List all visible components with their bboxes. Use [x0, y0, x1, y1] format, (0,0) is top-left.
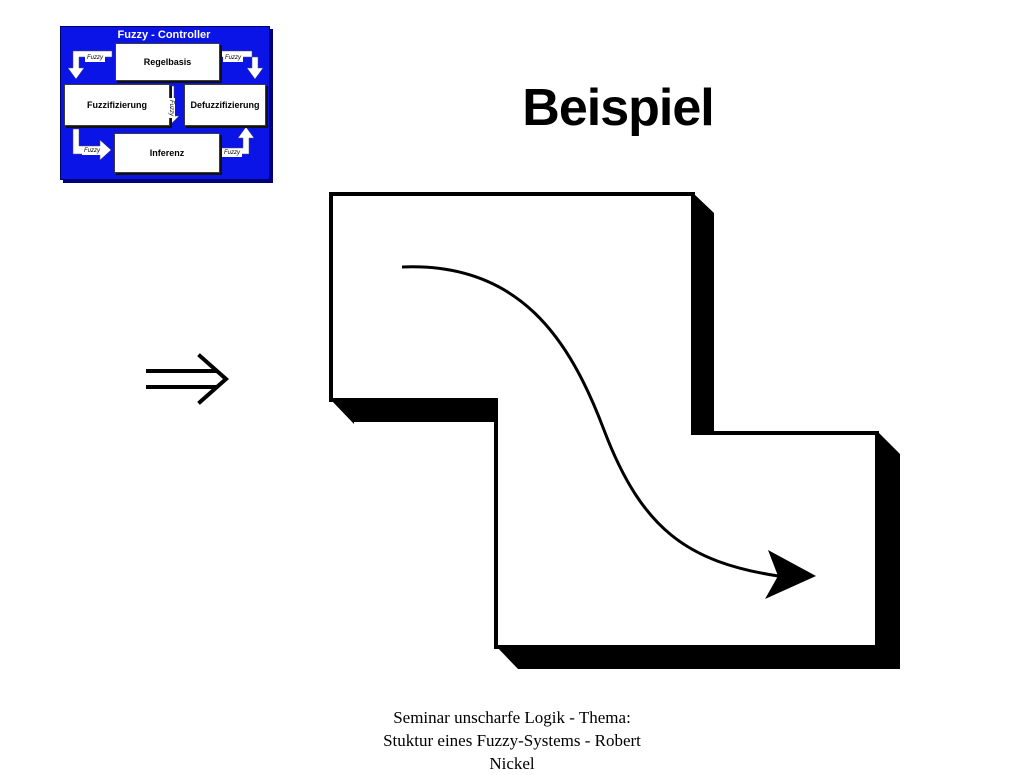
- footer-line: Nickel: [489, 754, 535, 773]
- footer-line: Seminar unscharfe Logik - Thema:: [393, 708, 631, 727]
- logo-tag-fuzzy: Fuzzy: [85, 54, 106, 62]
- logo-title: Fuzzy - Controller: [117, 29, 211, 41]
- curved-path-line: [401, 265, 779, 578]
- logo-tag-fuzzy: Fuzzy: [222, 149, 243, 157]
- logo-box-regelbasis: Regelbasis: [115, 43, 220, 81]
- slide-title: Beispiel: [522, 79, 714, 137]
- s-shape-shadow-corner: [331, 400, 354, 424]
- curve-arrowhead-icon: [765, 550, 816, 599]
- s-shape-outline: [329, 192, 879, 649]
- logo-box-defuzzifizierung: Defuzzifizierung: [184, 84, 266, 126]
- logo-box-fuzzifizierung: Fuzzifizierung: [64, 84, 170, 126]
- logo-tag-fuzzy: Fuzzy: [223, 54, 244, 62]
- footer-line: Stuktur eines Fuzzy-Systems - Robert: [383, 731, 641, 750]
- logo-tag-fuzzy: Fuzzy: [82, 147, 103, 155]
- logo-box-inferenz: Inferenz: [114, 133, 220, 173]
- fuzzy-controller-logo: Fuzzy - Controller Regelbasis Fuzzifizie…: [60, 26, 273, 183]
- implies-arrow-icon: [146, 353, 230, 405]
- s-shape-shadow-corner: [495, 645, 518, 669]
- footer: Seminar unscharfe Logik - Thema: Stuktur…: [352, 706, 672, 775]
